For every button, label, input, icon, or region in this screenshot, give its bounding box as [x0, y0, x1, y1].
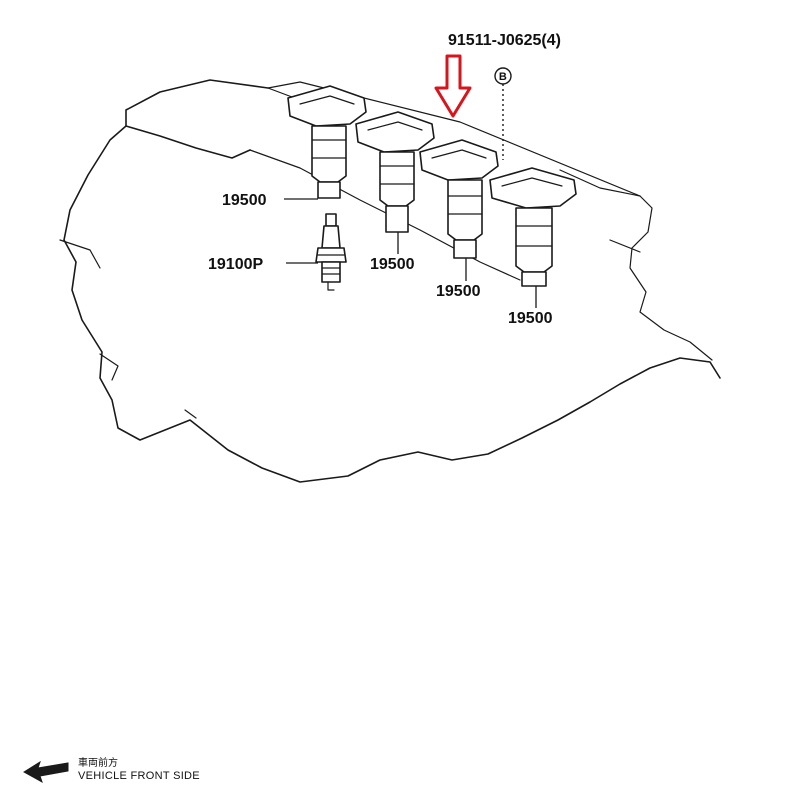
ignition-coil-3: [419, 139, 499, 259]
bolt-marker-label: B: [499, 71, 507, 83]
front-direction-arrow-icon: [23, 760, 69, 784]
indicator-arrow-icon: [434, 54, 472, 118]
coil-3-part-number: 19500: [436, 283, 481, 300]
ignition-coil-2: [355, 111, 435, 233]
front-side-label: VEHICLE FRONT SIDE: [78, 770, 200, 782]
front-side-label-cjk: 車両前方: [78, 756, 118, 769]
ignition-coil-1: [287, 85, 367, 199]
coil-4-part-number: 19500: [508, 310, 553, 327]
vehicle-front-legend: 車両前方 VEHICLE FRONT SIDE: [23, 756, 200, 784]
coil-1-part-number: 19500: [222, 192, 267, 209]
coil-2-part-number: 19500: [370, 256, 415, 273]
spark-plug: [315, 213, 347, 291]
spark-plug-part-number: 19100P: [208, 256, 263, 273]
bolt-part-number: 91511-J0625(4): [448, 32, 561, 49]
ignition-coil-4: [489, 167, 577, 287]
